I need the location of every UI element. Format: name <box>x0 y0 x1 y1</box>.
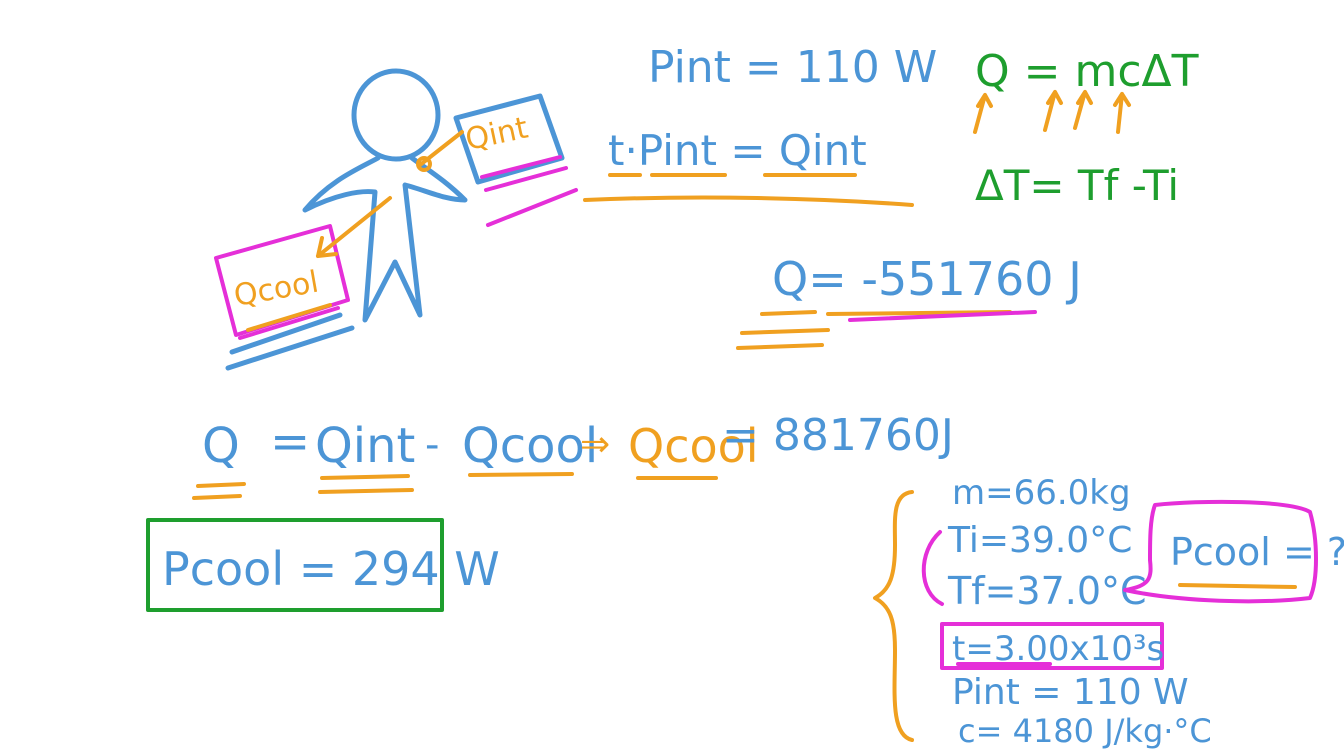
person-figure <box>302 68 468 323</box>
q-cool-arrowhead <box>316 236 338 258</box>
q-cool-label: Qcool <box>231 265 321 314</box>
q-int-label: Qint <box>462 110 531 157</box>
person-body <box>302 155 468 323</box>
q-arrow-3 <box>1073 90 1093 130</box>
given-ti: Ti=39.0°C <box>947 520 1132 561</box>
balance-q: Q <box>202 418 240 474</box>
q-cool-underline-blue-1 <box>229 312 343 355</box>
energy-balance: Q = Qint - Qcool ⇒ Qcool = 881760J <box>192 410 954 500</box>
balance-equals: = <box>270 414 310 470</box>
given-c: c= 4180 J/kg·°C <box>958 712 1212 750</box>
power-equations: Pint = 110 W t·Pint = Qint <box>583 42 937 207</box>
q-cool-underline-magenta <box>238 306 340 340</box>
balance-q-cool-2: Qcool <box>628 419 759 473</box>
balance-value: = 881760J <box>722 410 954 461</box>
unknown-text: Pcool = ? <box>1170 530 1344 574</box>
given-m: m=66.0kg <box>952 473 1131 513</box>
q-int-box: Qint <box>416 93 578 227</box>
q-int-underline-2 <box>484 166 568 192</box>
unknown-block: Pcool = ? <box>1123 499 1344 604</box>
balance-q-cool: Qcool <box>462 418 598 474</box>
person-head <box>351 68 441 162</box>
balance-implies: ⇒ <box>580 424 610 465</box>
balance-minus: - <box>425 422 439 468</box>
q-result-underline-magenta <box>848 310 1037 322</box>
p-int-equation: Pint = 110 W <box>648 42 937 93</box>
q-mc-dt-formula: Q = mcΔT <box>975 46 1199 97</box>
q-result: Q= -551760 J <box>772 252 1082 306</box>
t-p-int-long-underline <box>583 195 914 207</box>
q-int-box-outline <box>453 93 565 185</box>
given-t-box <box>940 622 1164 670</box>
balance-q-int-underline <box>318 474 414 494</box>
q-cool-underline-orange <box>246 303 332 332</box>
q-int-underline-1 <box>480 155 562 179</box>
q-int-underline-3 <box>486 188 578 227</box>
q-cool-underline-blue-2 <box>225 325 355 371</box>
unknown-loop <box>1123 499 1318 604</box>
delta-t-formula: ΔT= Tf -Ti <box>975 161 1179 210</box>
givens-brace <box>873 490 914 742</box>
q-result-double-underline <box>736 328 830 350</box>
q-arrow-4 <box>1113 92 1131 134</box>
given-pint: Pint = 110 W <box>952 672 1189 713</box>
q-int-arrow-origin <box>416 156 432 172</box>
answer-text: Pcool = 294 W <box>162 542 500 596</box>
q-cool-box: Qcool <box>214 196 392 371</box>
q-cool-box-outline <box>214 224 350 337</box>
given-tf: Tf=37.0°C <box>947 569 1147 613</box>
answer-block: Pcool = 294 W <box>146 518 500 612</box>
q-result-underline-orange <box>760 310 1012 316</box>
q-arrow-1 <box>973 93 993 134</box>
balance-q-underline <box>192 482 246 500</box>
balance-q-int: Qint <box>315 418 415 474</box>
unknown-underline <box>1178 583 1297 589</box>
givens-block: m=66.0kg Ti=39.0°C Tf=37.0°C t=3.00x10³s… <box>873 473 1212 750</box>
heat-formula: Q = mcΔT ΔT= Tf -Ti <box>973 46 1199 210</box>
ti-tf-connector <box>921 530 944 606</box>
q-result-block: Q= -551760 J <box>736 252 1082 350</box>
q-cool-arrow <box>316 196 392 258</box>
t-p-int-equation: t·Pint = Qint <box>608 126 867 175</box>
balance-q-cool-underline <box>468 472 574 477</box>
answer-box <box>146 518 444 612</box>
q-arrow-2 <box>1043 90 1063 132</box>
